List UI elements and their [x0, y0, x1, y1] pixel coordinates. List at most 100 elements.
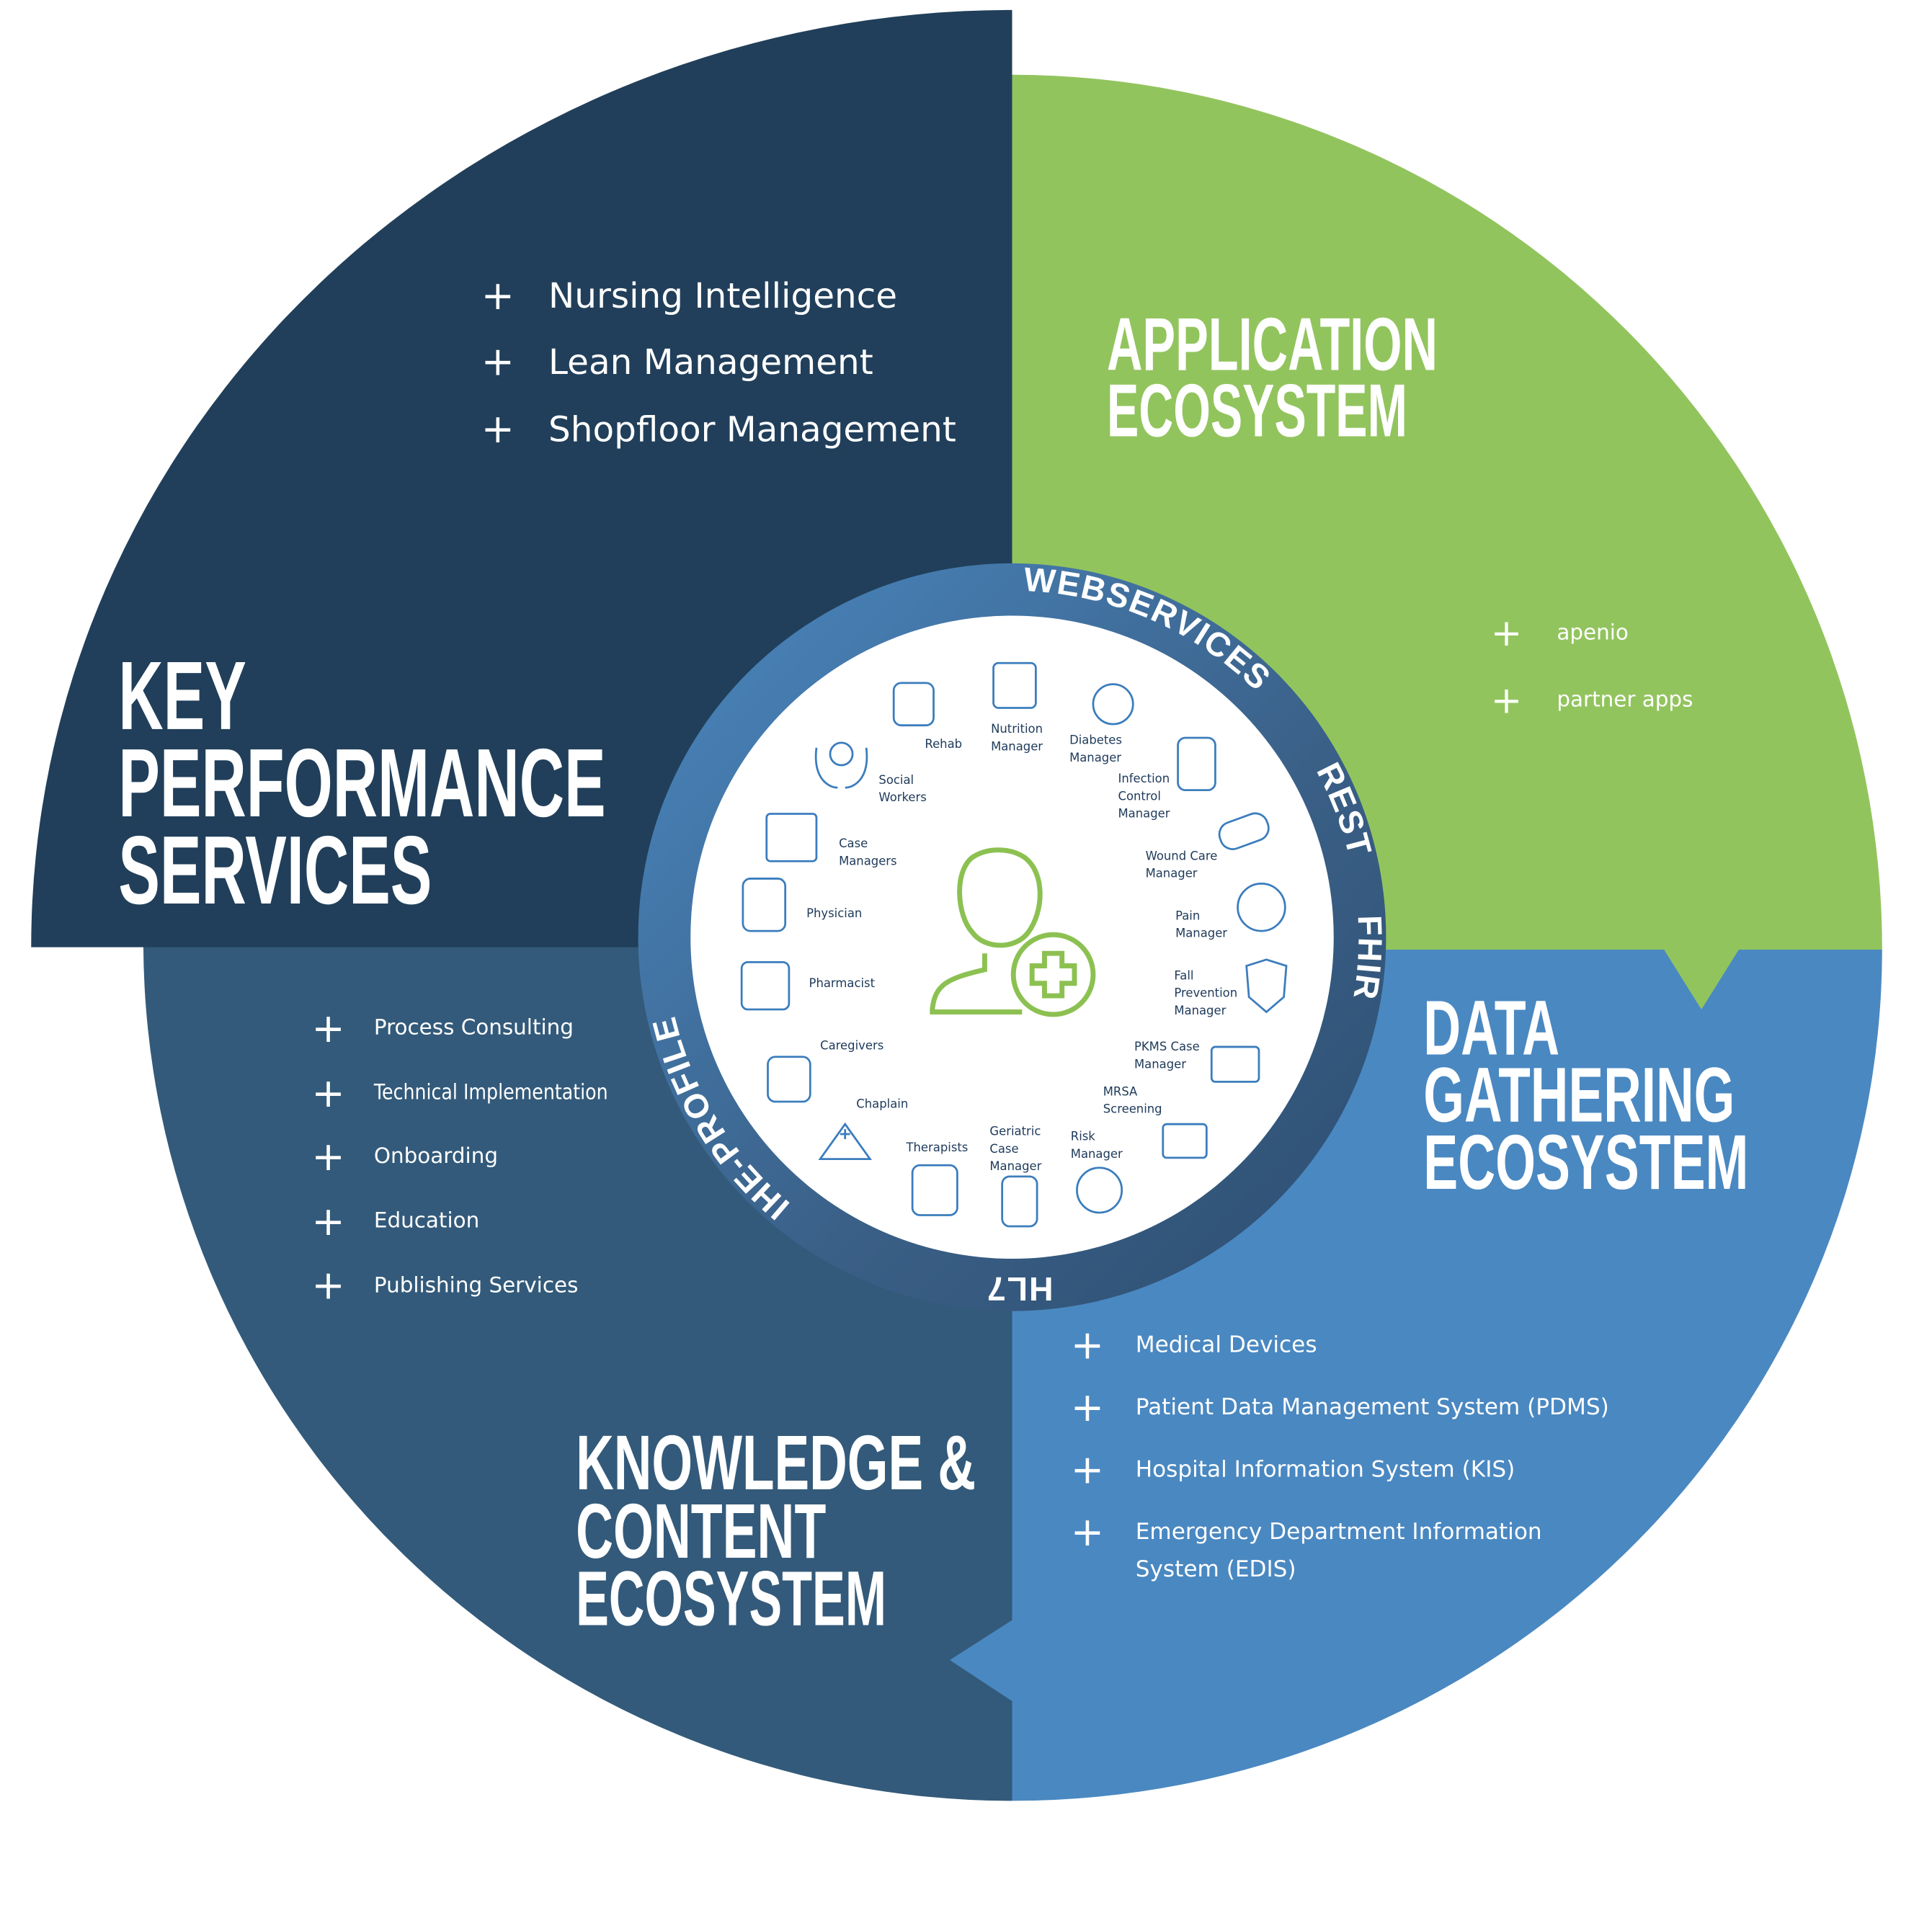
caregivers-icon	[767, 1056, 811, 1103]
svg-text:Fall: Fall	[1174, 969, 1193, 983]
ring-label-hl7: HL7	[986, 1270, 1053, 1308]
svg-text:PERFORMANCE: PERFORMANCE	[118, 728, 605, 837]
patient-plus-icon	[930, 847, 1096, 1017]
svg-text:Infection: Infection	[1118, 772, 1170, 785]
list-item: +Publishing Services	[311, 1262, 578, 1308]
svg-text:Technical Implementation: Technical Implementation	[373, 1081, 608, 1105]
svg-text:Chaplain: Chaplain	[856, 1097, 908, 1111]
role-rehab: Rehab	[892, 682, 962, 751]
plus-icon: +	[311, 1006, 344, 1052]
list-item: + Medical Devices	[1071, 1322, 1317, 1368]
plus-icon: +	[481, 339, 515, 385]
plus-icon: +	[311, 1199, 344, 1245]
svg-text:Managers: Managers	[839, 854, 897, 867]
svg-text:PKMS Case: PKMS Case	[1134, 1040, 1200, 1053]
svg-text:APPLICATION: APPLICATION	[1107, 302, 1438, 386]
plus-icon: +	[1071, 1322, 1104, 1368]
svg-text:Geriatric: Geriatric	[989, 1125, 1041, 1138]
svg-text:Therapists: Therapists	[905, 1141, 968, 1154]
svg-text:Pharmacist: Pharmacist	[809, 976, 876, 990]
plus-icon: +	[311, 1134, 344, 1180]
svg-text:Rehab: Rehab	[925, 737, 962, 751]
chapel-icon	[818, 1122, 873, 1160]
svg-text:Physician: Physician	[806, 906, 862, 920]
list-item: + partner apps	[1491, 679, 1693, 722]
gear-glucometer-icon	[1092, 683, 1134, 726]
inner-circle	[690, 615, 1334, 1259]
svg-text:Manager: Manager	[1118, 807, 1170, 821]
svg-text:KNOWLEDGE &: KNOWLEDGE &	[576, 1420, 976, 1506]
shield-plus-icon	[1245, 958, 1288, 1014]
svg-text:Prevention: Prevention	[1174, 986, 1237, 1000]
svg-text:Case: Case	[989, 1142, 1018, 1156]
svg-text:Diabetes: Diabetes	[1069, 733, 1122, 747]
svg-text:ECOSYSTEM: ECOSYSTEM	[576, 1556, 886, 1642]
gear-head-icon	[1237, 882, 1286, 932]
knowledge-title: KNOWLEDGE & CONTENT ECOSYSTEM	[576, 1420, 976, 1642]
knowledge-list: + Process Consulting + Technical Implement…	[311, 1006, 607, 1308]
key-performance-title: KEY PERFORMANCE SERVICES	[118, 641, 605, 924]
svg-text:ECOSYSTEM: ECOSYSTEM	[1423, 1120, 1748, 1206]
svg-text:Case: Case	[839, 837, 868, 850]
application-title: APPLICATION ECOSYSTEM	[1107, 302, 1438, 452]
list-item: + Process Consulting	[311, 1006, 574, 1052]
svg-text:Manager: Manager	[1175, 927, 1227, 940]
clipboard-apple-icon	[992, 661, 1037, 709]
svg-text:System (EDIS): System (EDIS)	[1136, 1556, 1296, 1582]
application-list: + apenio + partner apps	[1491, 612, 1693, 722]
list-item: + apenio	[1491, 612, 1629, 655]
physician-icon	[742, 878, 787, 932]
svg-text:Education: Education	[374, 1208, 479, 1233]
key-performance-list: +Nursing Intelligence +Lean Management +…	[481, 273, 956, 452]
svg-text:Caregivers: Caregivers	[820, 1038, 883, 1052]
pointer-blue	[950, 1620, 1012, 1702]
svg-text:MRSA: MRSA	[1103, 1084, 1138, 1098]
svg-text:Nursing Intelligence: Nursing Intelligence	[548, 276, 897, 316]
svg-text:Control: Control	[1118, 789, 1161, 803]
svg-text:ECOSYSTEM: ECOSYSTEM	[1107, 369, 1407, 452]
svg-text:Emergency Department Informati: Emergency Department Information	[1136, 1519, 1542, 1545]
svg-text:KEY: KEY	[118, 641, 246, 750]
svg-text:Onboarding: Onboarding	[374, 1143, 498, 1168]
svg-text:Process Consulting: Process Consulting	[374, 1015, 574, 1040]
svg-text:Medical Devices: Medical Devices	[1136, 1332, 1317, 1358]
doctor-virus-icon	[1177, 736, 1216, 792]
plus-icon: +	[1491, 679, 1522, 722]
svg-text:GATHERING: GATHERING	[1423, 1053, 1735, 1138]
data-gathering-list: +Medical Devices +Patient Data Managemen…	[1071, 1322, 1609, 1582]
svg-text:Manager: Manager	[1174, 1004, 1226, 1017]
list-item: + Education	[311, 1199, 479, 1245]
gear-warning-icon	[1076, 1167, 1123, 1214]
data-gathering-title: DATA GATHERING ECOSYSTEM	[1423, 985, 1748, 1206]
svg-text:Manager: Manager	[1071, 1147, 1123, 1161]
list-item: + Nursing Intelligence	[481, 273, 897, 319]
elderly-doctor-icon	[1001, 1175, 1038, 1228]
role-pharmacist: Pharmacist	[740, 960, 876, 1011]
therapist-chat-icon	[911, 1164, 958, 1216]
svg-text:Risk: Risk	[1071, 1130, 1096, 1143]
plus-icon: +	[311, 1071, 344, 1117]
list-item: +Hospital Information System (KIS)	[1071, 1447, 1515, 1493]
svg-text:apenio: apenio	[1557, 620, 1629, 644]
folder-gear-icon	[1162, 1123, 1208, 1159]
plus-icon: +	[1071, 1385, 1104, 1431]
plus-icon: +	[481, 273, 515, 319]
plus-icon: +	[481, 406, 515, 452]
role-caregivers: Caregivers	[767, 1038, 883, 1103]
plus-icon: +	[1071, 1509, 1104, 1556]
plus-icon: +	[1491, 612, 1522, 655]
svg-text:SERVICES: SERVICES	[118, 816, 432, 925]
plus-icon: +	[1071, 1447, 1104, 1493]
plus-icon: +	[311, 1262, 344, 1308]
hands-people-icon	[814, 747, 868, 789]
svg-text:partner apps: partner apps	[1557, 687, 1693, 712]
svg-text:Manager: Manager	[989, 1159, 1041, 1173]
list-item: + Technical Implementation	[311, 1071, 607, 1117]
svg-text:Manager: Manager	[991, 739, 1043, 753]
role-therapists: Therapists	[905, 1141, 968, 1216]
